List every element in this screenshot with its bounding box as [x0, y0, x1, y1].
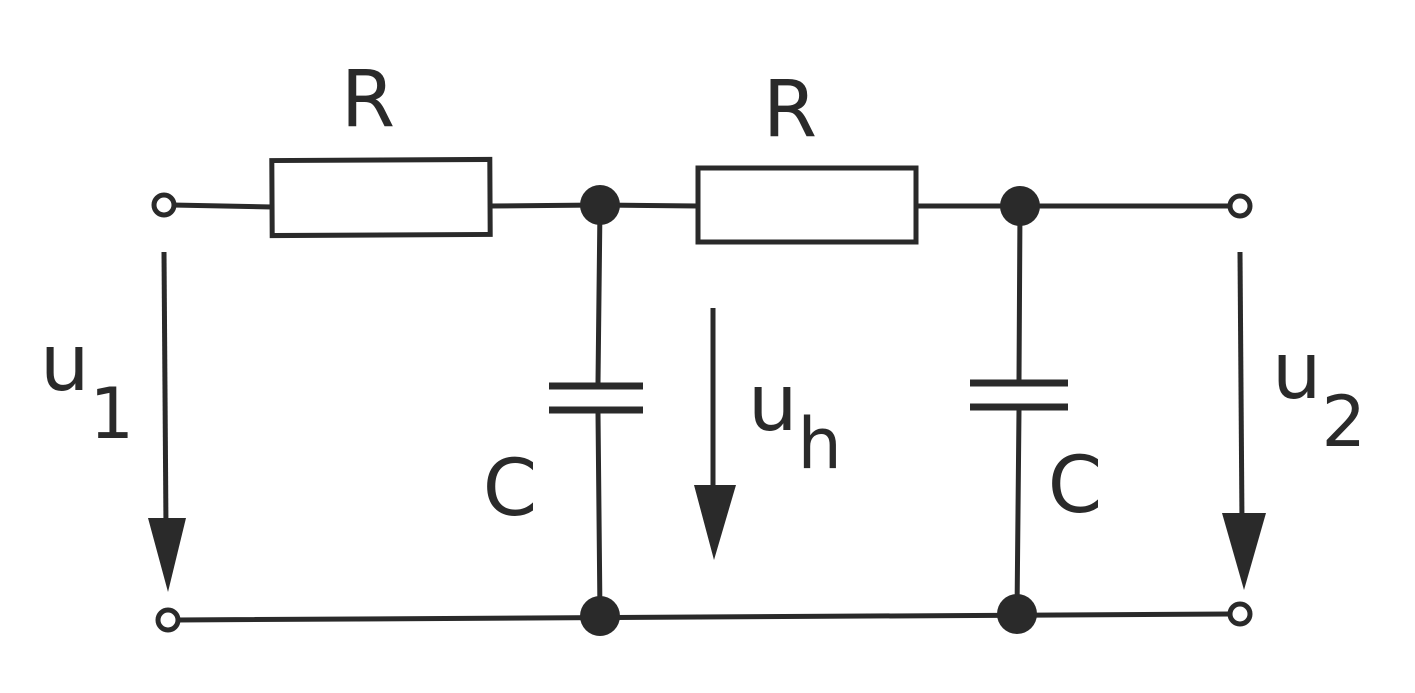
capacitor-1-label: C	[483, 444, 537, 534]
wire-cap2-bottom	[1014, 407, 1022, 617]
junction-node-top-right	[1000, 186, 1040, 226]
voltage-uh-symbol: u	[748, 359, 797, 449]
voltage-u1-subscript: 1	[89, 373, 134, 455]
junction-node-bottom-right	[997, 594, 1037, 634]
capacitor-2-label: C	[1048, 441, 1102, 531]
resistor-1	[269, 156, 493, 239]
voltage-u2-subscript: 2	[1321, 381, 1366, 463]
voltage-label-u2: u2	[1272, 327, 1366, 463]
voltage-u2-symbol: u	[1272, 327, 1321, 417]
resistor-2	[695, 165, 919, 245]
voltage-label-u1: u1	[40, 319, 134, 455]
wire-cap1-top	[595, 202, 603, 386]
voltage-u1-symbol: u	[40, 319, 89, 409]
voltage-uh-subscript: h	[797, 403, 841, 485]
voltage-arrow-uh-head	[694, 485, 736, 560]
wire-cap1-bottom	[595, 410, 603, 619]
voltage-arrow-u1-head	[148, 518, 186, 592]
resistor-1-label: R	[341, 55, 395, 145]
voltage-arrow-u2-head	[1222, 513, 1266, 590]
resistor-2-label: R	[763, 65, 817, 155]
junction-node-top-left	[580, 185, 620, 225]
input-terminal-bottom	[155, 607, 181, 633]
voltage-arrow-u2-shaft	[1237, 251, 1245, 526]
wire-top-input	[169, 202, 275, 210]
wire-bottom-ground	[173, 611, 1233, 623]
wire-cap2-top	[1016, 203, 1023, 383]
voltage-arrow-u1-shaft	[161, 251, 169, 531]
voltage-label-uh: uh	[748, 359, 842, 485]
output-terminal-top	[1227, 193, 1253, 219]
output-terminal-bottom	[1227, 601, 1253, 627]
input-terminal-top	[151, 192, 177, 218]
junction-node-bottom-left	[580, 596, 620, 636]
